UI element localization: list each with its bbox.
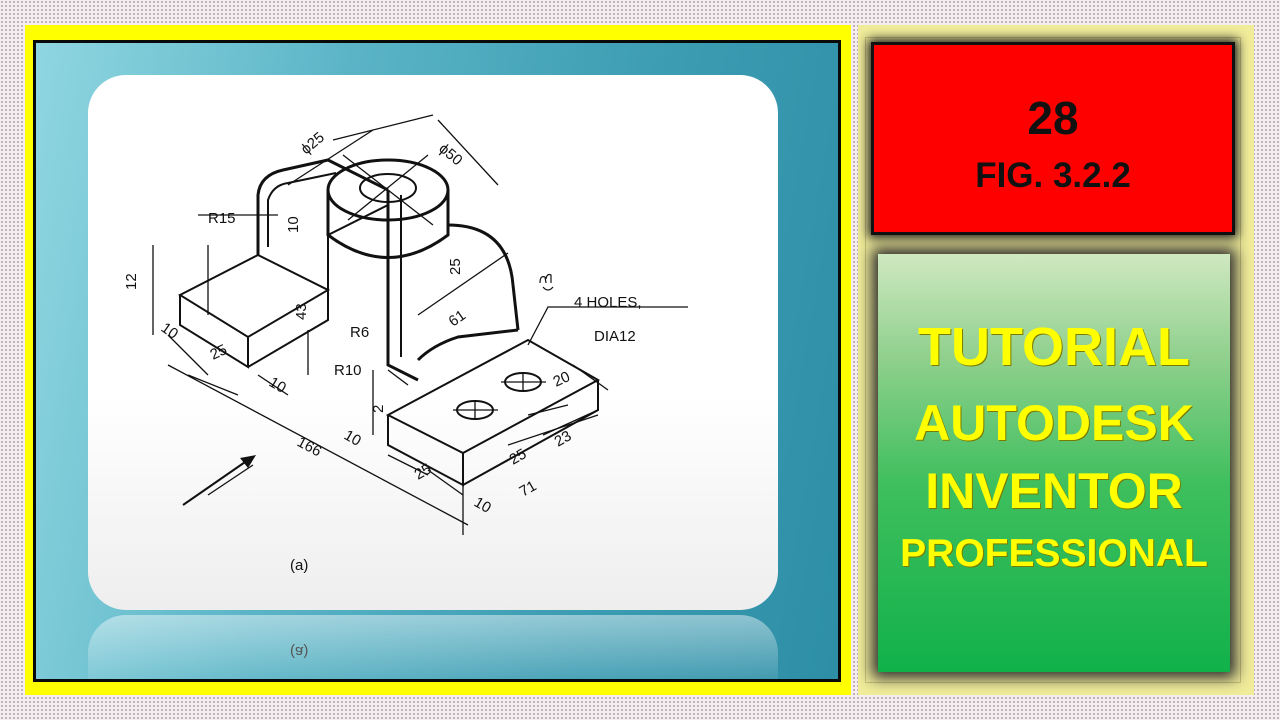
dim-10-mid: 10 bbox=[341, 427, 364, 450]
right-panel-border bbox=[865, 37, 1241, 683]
technical-drawing-card: ϕ25 ϕ50 R15 10 25 12 43 R6 10 25 10 R10 … bbox=[88, 75, 778, 610]
dim-25-right: 25 bbox=[507, 445, 530, 468]
figure-label: FIG. 3.2.2 bbox=[975, 156, 1131, 195]
dim-10-left: 10 bbox=[158, 319, 181, 342]
holes-note-line1: 4 HOLES, bbox=[574, 294, 642, 311]
dim-10-bot: 10 bbox=[471, 494, 494, 517]
dim-phi25: ϕ25 bbox=[298, 129, 328, 158]
dim-71: 71 bbox=[517, 477, 540, 500]
dim-166: 166 bbox=[294, 434, 324, 461]
hand-cursor-icon bbox=[539, 273, 554, 291]
dim-20: 20 bbox=[551, 368, 573, 390]
drawing-viewport: ϕ25 ϕ50 R15 10 25 12 43 R6 10 25 10 R10 … bbox=[33, 40, 841, 682]
dim-r6: R6 bbox=[350, 324, 369, 341]
tutorial-number: 28 bbox=[1027, 92, 1079, 144]
dim-r10: R10 bbox=[334, 362, 362, 379]
drawing-reflection: (a) bbox=[88, 615, 778, 679]
dim-61: 61 bbox=[446, 307, 469, 330]
dim-25-boss: 25 bbox=[447, 258, 464, 275]
title-line-1: TUTORIAL bbox=[918, 317, 1190, 377]
direction-arrow-icon bbox=[182, 455, 256, 506]
title-line-2: AUTODESK bbox=[914, 395, 1194, 451]
dim-10-top: 10 bbox=[285, 216, 302, 233]
dim-10-leftb: 10 bbox=[266, 374, 289, 397]
dim-12: 12 bbox=[123, 273, 140, 290]
isometric-drawing: ϕ25 ϕ50 R15 10 25 12 43 R6 10 25 10 R10 … bbox=[123, 114, 688, 574]
dim-25-mid: 25 bbox=[412, 460, 435, 483]
title-panel: TUTORIAL AUTODESK INVENTOR PROFESSIONAL bbox=[878, 254, 1230, 672]
reflected-caption: (a) bbox=[290, 643, 309, 660]
dim-43: 43 bbox=[293, 303, 310, 320]
holes-note-line2: DIA12 bbox=[594, 328, 636, 345]
figure-caption: (a) bbox=[290, 557, 308, 574]
title-line-3: INVENTOR bbox=[925, 463, 1183, 519]
title-line-4: PROFESSIONAL bbox=[900, 532, 1208, 575]
figure-badge: 28 FIG. 3.2.2 bbox=[871, 42, 1235, 235]
dim-2: 2 bbox=[370, 405, 387, 413]
dim-r15: R15 bbox=[208, 210, 236, 227]
dim-23: 23 bbox=[552, 427, 575, 450]
dim-25-left: 25 bbox=[208, 341, 230, 363]
